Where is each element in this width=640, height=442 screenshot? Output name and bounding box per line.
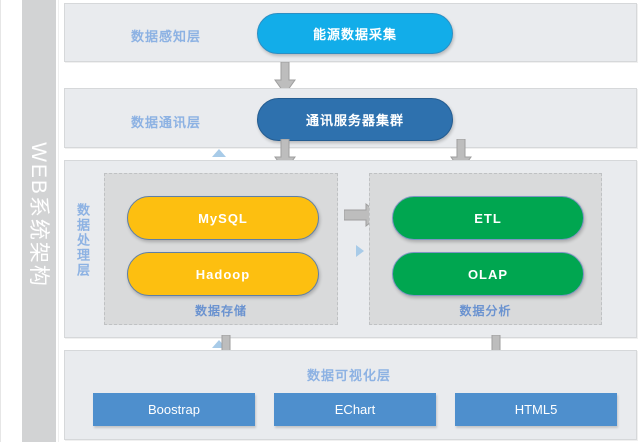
layer-label-perception: 数据感知层 [131,29,202,44]
triangle-up-icon [212,149,226,157]
sidebar-title-bar: WEB系统架构 [22,0,56,442]
node-olap[interactable]: OLAP [392,252,584,296]
button-boostrap[interactable]: Boostrap [93,393,255,426]
group-caption-data-storage: 数据存储 [194,304,247,318]
group-data-storage: MySQL Hadoop 数据存储 [104,173,338,325]
layer-panel-processing: 数据处理层 MySQL Hadoop 数据存储 ETL OLAP 数据分析 [64,160,637,338]
triangle-up-icon-bottom [212,340,226,348]
button-html5[interactable]: HTML5 [455,393,617,426]
sidebar-left-rule [0,0,1,442]
layer-label-processing: 数据处理层 [75,203,90,278]
node-hadoop[interactable]: Hadoop [127,252,319,296]
layer-panel-perception: 数据感知层 能源数据采集 [64,3,637,62]
button-echart[interactable]: EChart [274,393,436,426]
node-energy-data-collection[interactable]: 能源数据采集 [257,13,453,54]
layer-panel-communication: 数据通讯层 通讯服务器集群 [64,88,637,148]
group-caption-data-analysis: 数据分析 [459,304,512,318]
sidebar-title-text: WEB系统架构 [27,142,50,288]
layer-label-visualization: 数据可视化层 [307,368,392,383]
group-data-analysis: ETL OLAP 数据分析 [369,173,602,325]
triangle-right-icon [356,245,364,257]
node-communication-server-cluster[interactable]: 通讯服务器集群 [257,98,453,141]
node-etl[interactable]: ETL [392,196,584,240]
layer-panel-visualization: 数据可视化层 Boostrap EChart HTML5 [64,350,637,440]
node-mysql[interactable]: MySQL [127,196,319,240]
arrow-down-icon [274,61,296,96]
sidebar-right-rule [58,0,59,442]
layer-label-communication: 数据通讯层 [131,115,202,130]
